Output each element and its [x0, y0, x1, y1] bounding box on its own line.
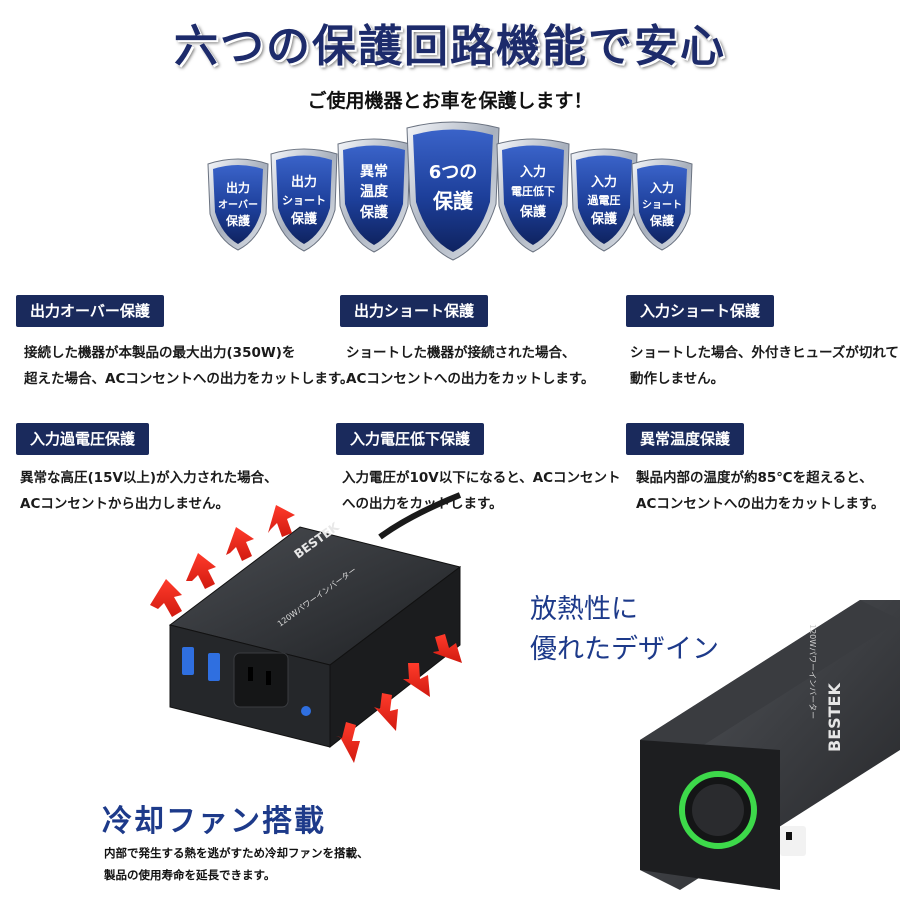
feature-desc-input-undervoltage: 入力電圧が10V以下になると、ACコンセント への出力をカットします。 [342, 465, 621, 517]
feature-desc-line: 製品内部の温度が約85℃を超えると、 [636, 470, 873, 486]
shield-line2: ショート [282, 194, 326, 207]
shield-line1: 入力 [591, 174, 617, 190]
product-label: 120Wパワーインバーター [808, 624, 817, 719]
cigarette-socket-icon [780, 826, 806, 856]
heat-arrow-icon [150, 579, 182, 617]
shield-output-short: 出力 ショート 保護 [270, 148, 338, 252]
feature-desc-line: ACコンセントへの出力をカットします。 [636, 496, 885, 512]
inverter-side [329, 565, 461, 749]
feature-desc-line: への出力をカットします。 [342, 496, 503, 512]
feature-desc-output-short: ショートした機器が接続された場合、 ACコンセントへの出力をカットします。 [346, 340, 595, 392]
shield-line3: 保護 [590, 211, 618, 227]
shield-line2: 温度 [360, 183, 389, 200]
heat-arrows [150, 505, 462, 763]
shield-line3: 保護 [359, 204, 389, 221]
power-cable [378, 492, 462, 540]
feature-desc-line: 入力電圧が10V以下になると、ACコンセント [342, 470, 621, 486]
shield-line1: 異常 [360, 163, 388, 180]
shield-line1: 出力 [291, 174, 317, 190]
heat-dissipation-caption: 放熱性に 優れたデザイン [530, 590, 719, 670]
shield-line3: 保護 [225, 213, 251, 228]
heat-arrow-icon [374, 693, 398, 731]
fan-title: 冷却ファン搭載 [102, 804, 326, 839]
shield-line2: ショート [642, 199, 682, 211]
shield-output-over: 出力 オーバー 保護 [207, 158, 269, 251]
shield-line2: 電圧低下 [511, 184, 555, 198]
shield-abnormal-temp: 異常 温度 保護 [337, 138, 411, 253]
page-subtitle: ご使用機器とお車を保護します！ [307, 90, 593, 112]
heat-arrow-icon [186, 553, 216, 589]
feature-tag-output-over: 出力オーバー保護 [16, 295, 164, 327]
feature-tag-input-undervoltage: 入力電圧低下保護 [336, 423, 485, 455]
heat-arrow-icon [433, 634, 462, 663]
shield-input-short: 入力 ショート 保護 [631, 158, 693, 251]
shield-six-protection: 6つの 保護 [406, 121, 500, 261]
fan-desc-line: 製品の使用寿命を延長できます。 [104, 868, 276, 882]
feature-desc-line: ACコンセントから出力しません。 [20, 496, 229, 512]
outlet-slot [248, 667, 253, 681]
heat-caption-line: 放熱性に [530, 594, 638, 625]
shield-line1: 入力 [520, 164, 546, 180]
usb-port-icon [208, 653, 220, 681]
fan-description: 内部で発生する熱を逃がすため冷却ファンを搭載、 製品の使用寿命を延長できます。 [104, 842, 369, 886]
shield-line3: 保護 [519, 204, 547, 220]
feature-tag-input-overvoltage: 入力過電圧保護 [16, 423, 150, 455]
feature-desc-line: ショートした機器が接続された場合、 [346, 345, 576, 361]
shield-line1: 6つの [429, 162, 478, 183]
shield-line2: 過電圧 [587, 193, 621, 207]
outlet-slot [266, 671, 271, 685]
heat-arrow-icon [226, 527, 254, 561]
shield-line2: 保護 [432, 189, 474, 213]
feature-tag-output-short: 出力ショート保護 [340, 295, 489, 327]
feature-desc-line: 動作しません。 [630, 371, 725, 387]
shield-line2: オーバー [218, 199, 258, 211]
ac-outlet-icon [233, 652, 289, 708]
feature-desc-line: 異常な高圧(15V以上)が入力された場合、 [20, 470, 278, 486]
feature-desc-line: 接続した機器が本製品の最大出力(350W)を [24, 345, 296, 361]
feature-tag-input-short: 入力ショート保護 [626, 295, 775, 327]
usb-port-icon [182, 647, 194, 675]
heat-arrow-icon [403, 663, 430, 697]
inverter-product-image: BESTEK 120Wパワーインバーター [150, 492, 462, 763]
heat-arrow-icon [336, 722, 360, 763]
feature-desc-line: ACコンセントへの出力をカットします。 [346, 371, 595, 387]
shield-line1: 出力 [226, 180, 250, 195]
shield-input-undervoltage: 入力 電圧低下 保護 [496, 138, 570, 253]
heat-caption-line: 優れたデザイン [530, 634, 719, 665]
fan-closeup-image: BESTEK 120Wパワーインバーター [640, 600, 900, 890]
shield-line3: 保護 [290, 211, 318, 227]
feature-desc-abnormal-temp: 製品内部の温度が約85℃を超えると、 ACコンセントへの出力をカットします。 [636, 465, 885, 517]
power-button-icon [301, 706, 311, 716]
feature-tag-abnormal-temp: 異常温度保護 [626, 423, 745, 455]
page-title: 六つの保護回路機能で安心 [174, 21, 726, 72]
shield-row: 出力 オーバー 保護 出力 ショート 保護 異常 温度 保護 6つの 保護 入力… [207, 121, 693, 261]
feature-desc-input-overvoltage: 異常な高圧(15V以上)が入力された場合、 ACコンセントから出力しません。 [20, 465, 278, 517]
shield-line3: 保護 [649, 213, 675, 228]
shield-line1: 入力 [650, 180, 674, 195]
feature-desc-output-over: 接続した機器が本製品の最大出力(350W)を 超えた場合、ACコンセントへの出力… [24, 340, 354, 392]
socket-pin [786, 832, 792, 840]
feature-desc-line: ショートした場合、外付きヒューズが切れて [630, 345, 899, 361]
inverter-top-edge [640, 600, 900, 760]
heat-arrow-icon [268, 505, 295, 537]
fan-desc-line: 内部で発生する熱を逃がすため冷却ファンを搭載、 [104, 846, 369, 860]
brand-label: BESTEK [825, 683, 844, 752]
fan-hub [692, 784, 744, 836]
feature-desc-line: 超えた場合、ACコンセントへの出力をカットします。 [24, 371, 354, 387]
feature-desc-input-short: ショートした場合、外付きヒューズが切れて 動作しません。 [630, 340, 899, 392]
shield-input-overvoltage: 入力 過電圧 保護 [570, 148, 638, 252]
